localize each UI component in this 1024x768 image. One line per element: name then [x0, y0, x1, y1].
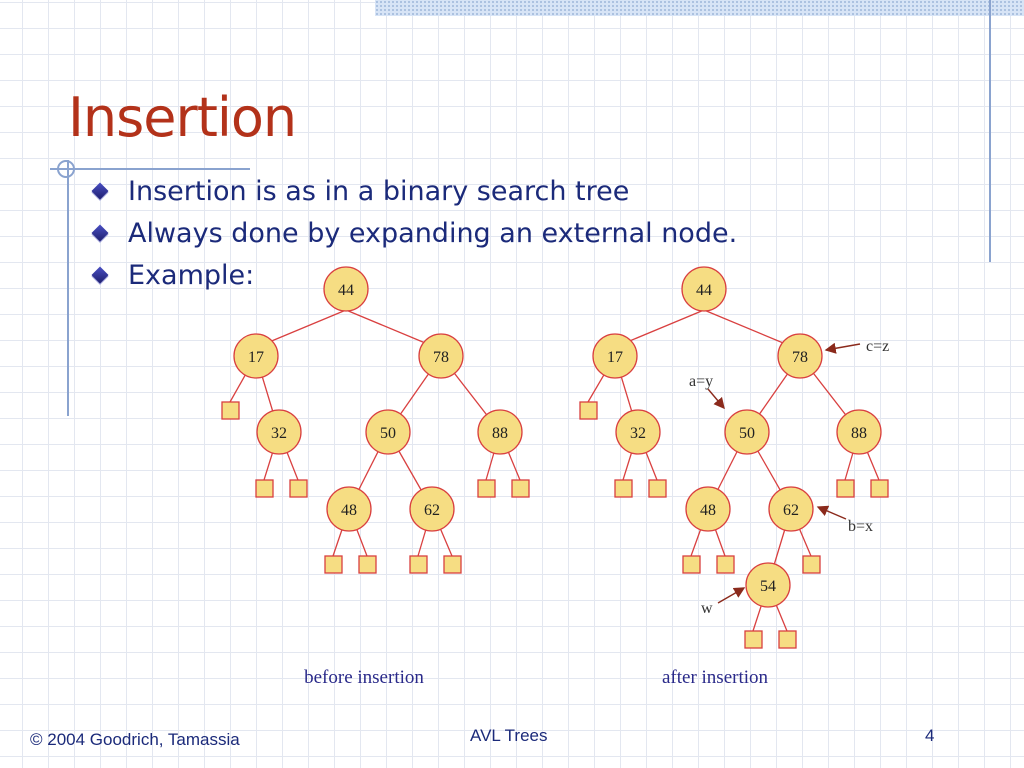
tree-node: 50 — [724, 409, 770, 455]
external-node — [255, 479, 274, 498]
annotation-arrow — [824, 342, 861, 354]
external-node — [289, 479, 308, 498]
external-leaves — [579, 401, 889, 649]
tree-node: 48 — [685, 486, 731, 532]
before-caption: before insertion — [304, 667, 424, 688]
node-key: 78 — [433, 349, 449, 366]
external-node — [443, 555, 462, 574]
node-key: 88 — [492, 425, 508, 442]
before-tree: 44 17 78 32 50 88 48 62 before — [221, 266, 530, 688]
header-band — [375, 0, 1024, 16]
annotation-label: w — [701, 600, 713, 617]
node-key: 17 — [248, 349, 264, 366]
external-node — [836, 479, 855, 498]
external-node — [358, 555, 377, 574]
footer-copyright: © 2004 Goodrich, Tamassia — [30, 730, 240, 749]
tree-node: 62 — [768, 486, 814, 532]
decorative-rule — [67, 160, 69, 416]
bullet-text: Insertion is as in a binary search tree — [128, 175, 630, 207]
node-key: 62 — [783, 502, 799, 519]
node-key: 44 — [338, 282, 354, 299]
bullet-text: Example: — [128, 259, 255, 291]
node-key: 44 — [696, 282, 712, 299]
external-node — [870, 479, 889, 498]
node-key: 62 — [424, 502, 440, 519]
page-number: 4 — [925, 726, 935, 745]
annotation-arrow — [717, 587, 746, 604]
footer-topic: AVL Trees — [470, 726, 548, 745]
node-key: 54 — [760, 578, 776, 595]
bullet-item: Example: — [88, 254, 737, 296]
external-node — [614, 479, 633, 498]
decorative-rule — [989, 0, 991, 262]
external-node — [324, 555, 343, 574]
external-node — [511, 479, 530, 498]
tree-node: 44 — [681, 266, 727, 312]
node-key: 32 — [630, 425, 646, 442]
tree-node: 48 — [326, 486, 372, 532]
external-node — [716, 555, 735, 574]
tree-node: 62 — [409, 486, 455, 532]
tree-node: 17 — [233, 333, 279, 379]
node-key: 50 — [739, 425, 755, 442]
bullet-item: Insertion is as in a binary search tree — [88, 170, 737, 212]
tree-node: 44 — [323, 266, 369, 312]
external-node — [744, 630, 763, 649]
tree-node: 78 — [777, 333, 823, 379]
after-caption: after insertion — [662, 667, 769, 688]
tree-node: 32 — [256, 409, 302, 455]
external-node — [409, 555, 428, 574]
node-key: 50 — [380, 425, 396, 442]
external-leaves — [221, 401, 530, 574]
annotation-arrow — [707, 388, 725, 410]
external-node — [221, 401, 240, 420]
after-tree: 44 17 78 32 50 88 48 62 — [579, 266, 889, 688]
tree-node: 88 — [836, 409, 882, 455]
decorative-ring — [57, 160, 75, 178]
external-node — [477, 479, 496, 498]
bullet-text: Always done by expanding an external nod… — [128, 217, 738, 249]
node-key: 48 — [341, 502, 357, 519]
node-key: 48 — [700, 502, 716, 519]
tree-node: 78 — [418, 333, 464, 379]
annotation-label: b=x — [848, 518, 873, 535]
external-node — [682, 555, 701, 574]
annotation-label: a=y — [689, 373, 713, 390]
external-node — [802, 555, 821, 574]
node-key: 88 — [851, 425, 867, 442]
slide-title: Insertion — [68, 86, 297, 149]
tree-node: 17 — [592, 333, 638, 379]
tree-node: 32 — [615, 409, 661, 455]
decorative-rule — [50, 168, 250, 170]
node-key: 32 — [271, 425, 287, 442]
annotation-label: c=z — [866, 338, 889, 355]
tree-node: 54 — [745, 562, 791, 608]
node-key: 78 — [792, 349, 808, 366]
tree-node: 50 — [365, 409, 411, 455]
bullet-item: Always done by expanding an external nod… — [88, 212, 737, 254]
bullet-list: Insertion is as in a binary search tree … — [88, 170, 737, 296]
node-key: 17 — [607, 349, 623, 366]
external-node — [648, 479, 667, 498]
annotation-arrow — [816, 505, 847, 520]
external-node — [778, 630, 797, 649]
tree-node: 88 — [477, 409, 523, 455]
external-node — [579, 401, 598, 420]
